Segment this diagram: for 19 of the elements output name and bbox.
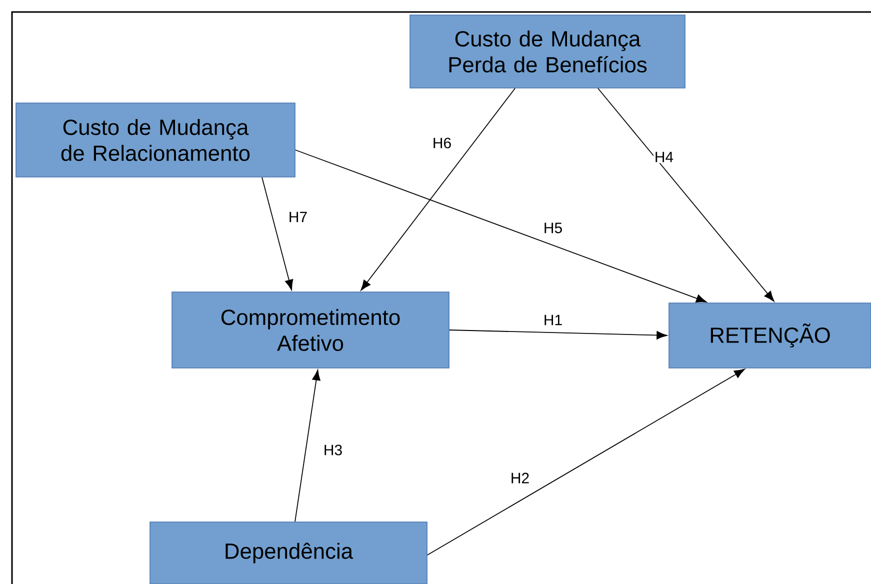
edge-label: H2 bbox=[509, 472, 531, 484]
concept-box: RETENÇÃO bbox=[668, 302, 871, 368]
edge-label: H7 bbox=[287, 210, 309, 224]
concept-box: Custo de Mudança de Relacionamento bbox=[16, 102, 296, 178]
edge-label: H5 bbox=[542, 222, 564, 234]
edge-label: H1 bbox=[542, 314, 564, 326]
arrow bbox=[262, 176, 294, 290]
arrow bbox=[294, 370, 320, 522]
arrow bbox=[448, 330, 668, 340]
arrow bbox=[294, 150, 707, 303]
arrow bbox=[426, 368, 745, 556]
arrow bbox=[598, 88, 774, 302]
arrow bbox=[360, 88, 516, 291]
concept-box: Custo de Mudança Perda de Benefícios bbox=[410, 14, 686, 88]
concept-box: Dependência bbox=[150, 522, 428, 584]
concept-box: Comprometimento Afetivo bbox=[172, 292, 450, 368]
edge-label: H3 bbox=[322, 444, 344, 456]
edge-label: H4 bbox=[653, 150, 675, 164]
edge-label: H6 bbox=[431, 136, 453, 150]
